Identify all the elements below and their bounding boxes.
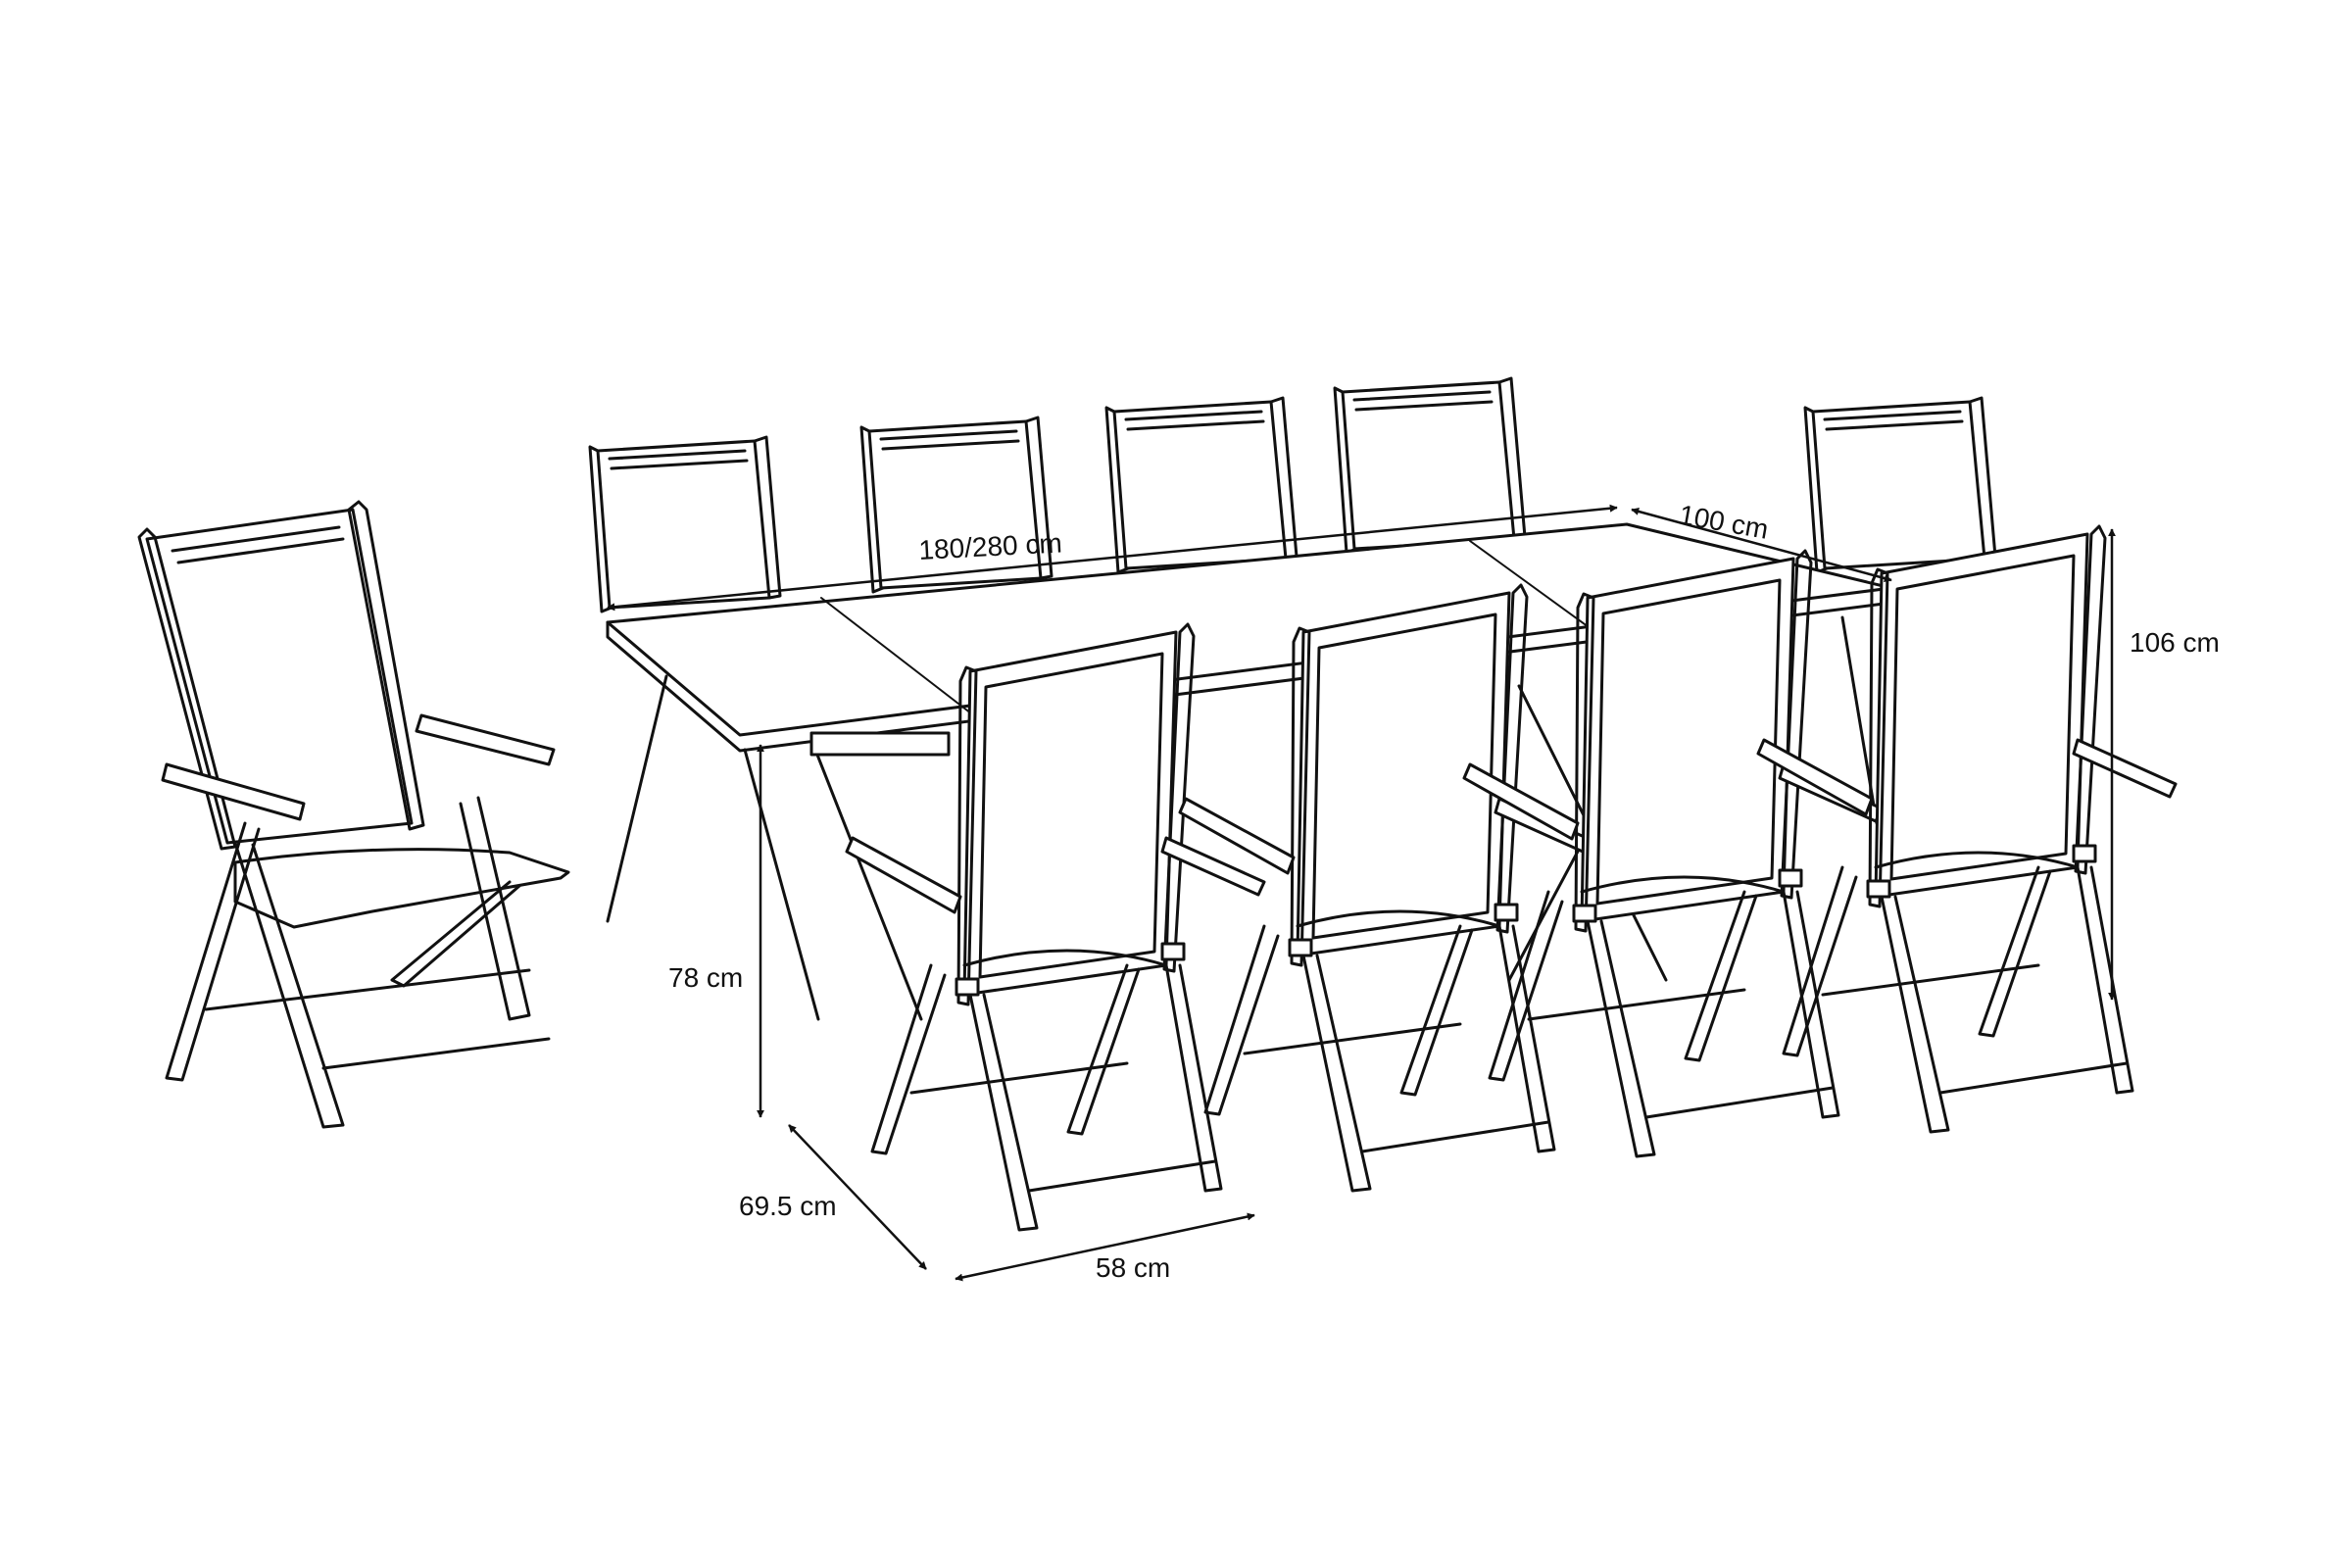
dim-line-table-length [607, 504, 1618, 612]
label-chair-height: 106 cm [2130, 627, 2220, 658]
back-chair-1 [588, 435, 782, 613]
label-table-width: 100 cm [1677, 499, 1771, 544]
side-chair [137, 500, 570, 1129]
dimension-lines [607, 504, 2116, 1282]
label-chair-depth: 69.5 cm [739, 1191, 837, 1221]
label-table-length: 180/280 cm [918, 527, 1063, 565]
dim-line-chair-depth [788, 1124, 927, 1270]
dim-line-table-width [1631, 508, 1892, 582]
label-chair-width: 58 cm [1096, 1252, 1170, 1283]
back-chair-5 [1803, 396, 1997, 574]
dim-line-chair-width [955, 1212, 1255, 1282]
label-table-height: 78 cm [668, 962, 743, 993]
front-chair-1 [845, 622, 1266, 1232]
back-chair-3 [1104, 396, 1298, 574]
front-chair-3 [1462, 549, 1884, 1158]
